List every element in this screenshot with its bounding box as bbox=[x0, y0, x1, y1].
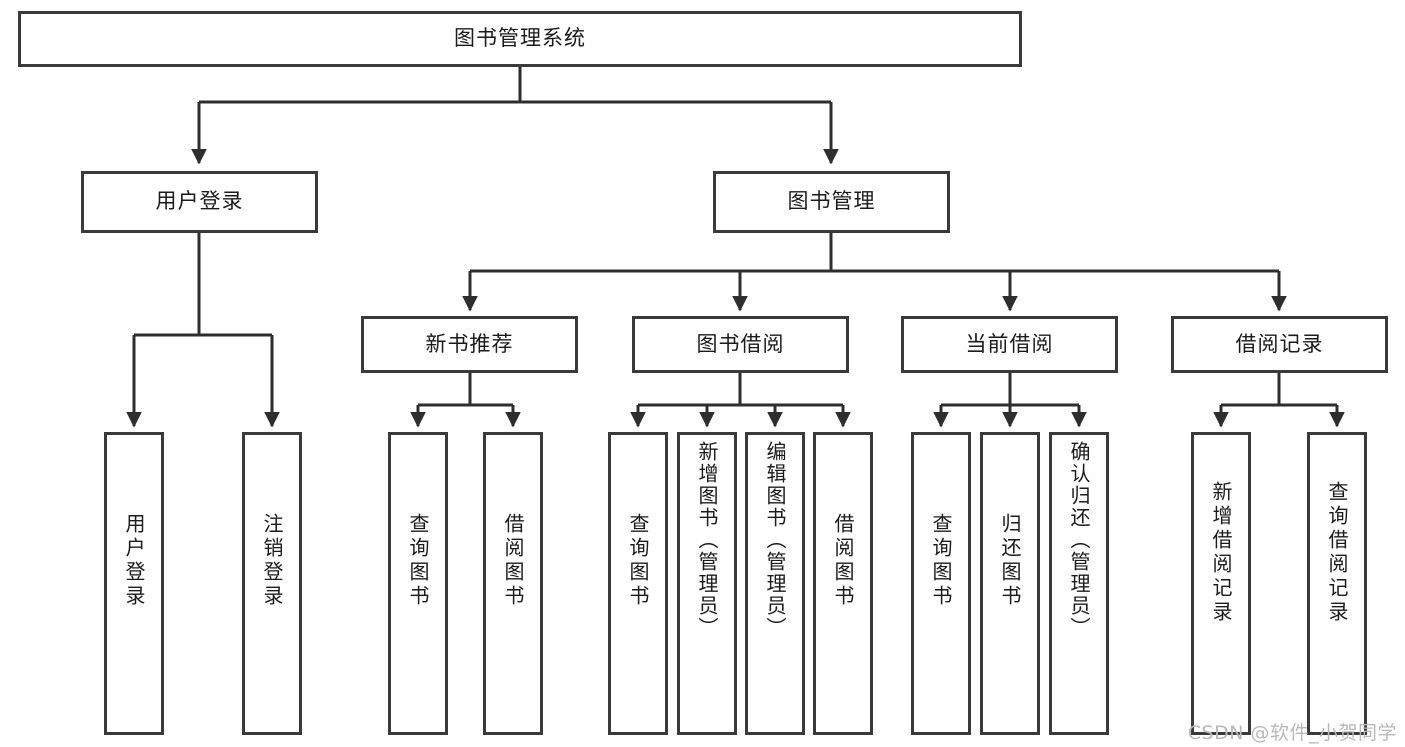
node-label: 借阅记录 bbox=[1235, 331, 1324, 356]
leaf-borrow-edit-book-admin[interactable]: 编辑图书（管理员） bbox=[745, 432, 805, 735]
node-label: 查询图书 bbox=[406, 513, 430, 609]
node-user-login[interactable]: 用户登录 bbox=[81, 171, 318, 233]
node-label: 新书推荐 bbox=[425, 331, 514, 356]
leaf-current-query-book[interactable]: 查询图书 bbox=[911, 432, 971, 735]
leaf-current-confirm-return-admin[interactable]: 确认归还（管理员） bbox=[1049, 432, 1109, 735]
leaf-recommend-borrow-book[interactable]: 借阅图书 bbox=[483, 432, 543, 735]
leaf-user-login-logout[interactable]: 注销登录 bbox=[242, 432, 302, 735]
leaf-record-query-record[interactable]: 查询借阅记录 bbox=[1307, 432, 1367, 735]
leaf-borrow-borrow-book[interactable]: 借阅图书 bbox=[813, 432, 873, 735]
leaf-user-login-login[interactable]: 用户登录 bbox=[104, 432, 164, 735]
node-label: 用户登录 bbox=[155, 189, 244, 214]
node-label: 图书管理系统 bbox=[454, 26, 586, 51]
node-label: 查询图书 bbox=[626, 513, 650, 609]
node-label: 新增图书（管理员） bbox=[695, 441, 719, 639]
leaf-current-return-book[interactable]: 归还图书 bbox=[980, 432, 1040, 735]
node-current-borrow[interactable]: 当前借阅 bbox=[901, 316, 1118, 373]
leaf-borrow-query-book[interactable]: 查询图书 bbox=[608, 432, 668, 735]
leaf-borrow-add-book-admin[interactable]: 新增图书（管理员） bbox=[677, 432, 737, 735]
node-book-management[interactable]: 图书管理 bbox=[713, 171, 950, 233]
node-borrow-record[interactable]: 借阅记录 bbox=[1171, 316, 1388, 373]
node-label: 归还图书 bbox=[998, 513, 1022, 609]
node-label: 用户登录 bbox=[122, 513, 146, 609]
node-label: 借阅图书 bbox=[831, 513, 855, 609]
node-label: 查询借阅记录 bbox=[1325, 481, 1349, 625]
node-label: 注销登录 bbox=[260, 513, 284, 609]
leaf-recommend-query-book[interactable]: 查询图书 bbox=[388, 432, 448, 735]
node-label: 确认归还（管理员） bbox=[1067, 441, 1091, 639]
watermark-text: CSDN @软件_小贺同学 bbox=[1187, 722, 1397, 744]
node-label: 图书借阅 bbox=[696, 331, 785, 356]
node-new-book-recommend[interactable]: 新书推荐 bbox=[361, 316, 578, 373]
node-root-system[interactable]: 图书管理系统 bbox=[18, 11, 1022, 67]
leaf-record-add-record[interactable]: 新增借阅记录 bbox=[1191, 432, 1251, 735]
node-label: 查询图书 bbox=[929, 513, 953, 609]
node-label: 新增借阅记录 bbox=[1209, 481, 1233, 625]
node-label: 当前借阅 bbox=[965, 331, 1054, 356]
node-book-borrow[interactable]: 图书借阅 bbox=[632, 316, 849, 373]
node-label: 图书管理 bbox=[787, 189, 876, 214]
node-label: 借阅图书 bbox=[501, 513, 525, 609]
node-label: 编辑图书（管理员） bbox=[763, 441, 787, 639]
